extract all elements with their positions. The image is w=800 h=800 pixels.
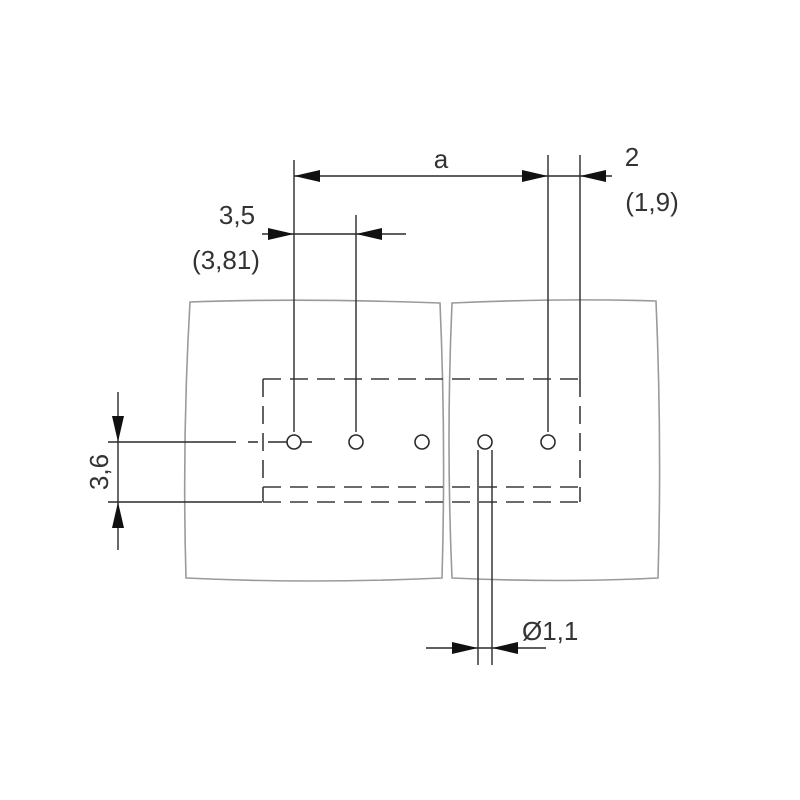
label-a: a [434,144,449,174]
dim-3-6-arrow-bottom [112,502,124,528]
dim-3-5-arrow-right [356,228,382,240]
hole-5 [540,434,556,450]
hole-3 [414,434,430,450]
module-outline-left [183,299,445,582]
dim-a-arrow-left [294,170,320,182]
hole-4 [477,434,493,450]
label-1-9: (1,9) [625,187,678,217]
dim-a-arrow-right [522,170,548,182]
label-3-6: 3,6 [84,454,114,490]
label-2: 2 [625,142,639,172]
hole-1 [286,434,302,450]
dim-diameter-arrow-left [452,642,478,654]
dim-3-6-arrow-top [112,416,124,442]
label-3-5: 3,5 [219,200,255,230]
dim-3-5-arrow-left [268,228,294,240]
dim-diameter-arrow-right [492,642,518,654]
label-diameter: Ø1,1 [522,616,578,646]
label-3-81: (3,81) [192,245,260,275]
module-outline-right [448,299,661,582]
dim-2-arrow [580,170,606,182]
hole-2 [348,434,364,450]
